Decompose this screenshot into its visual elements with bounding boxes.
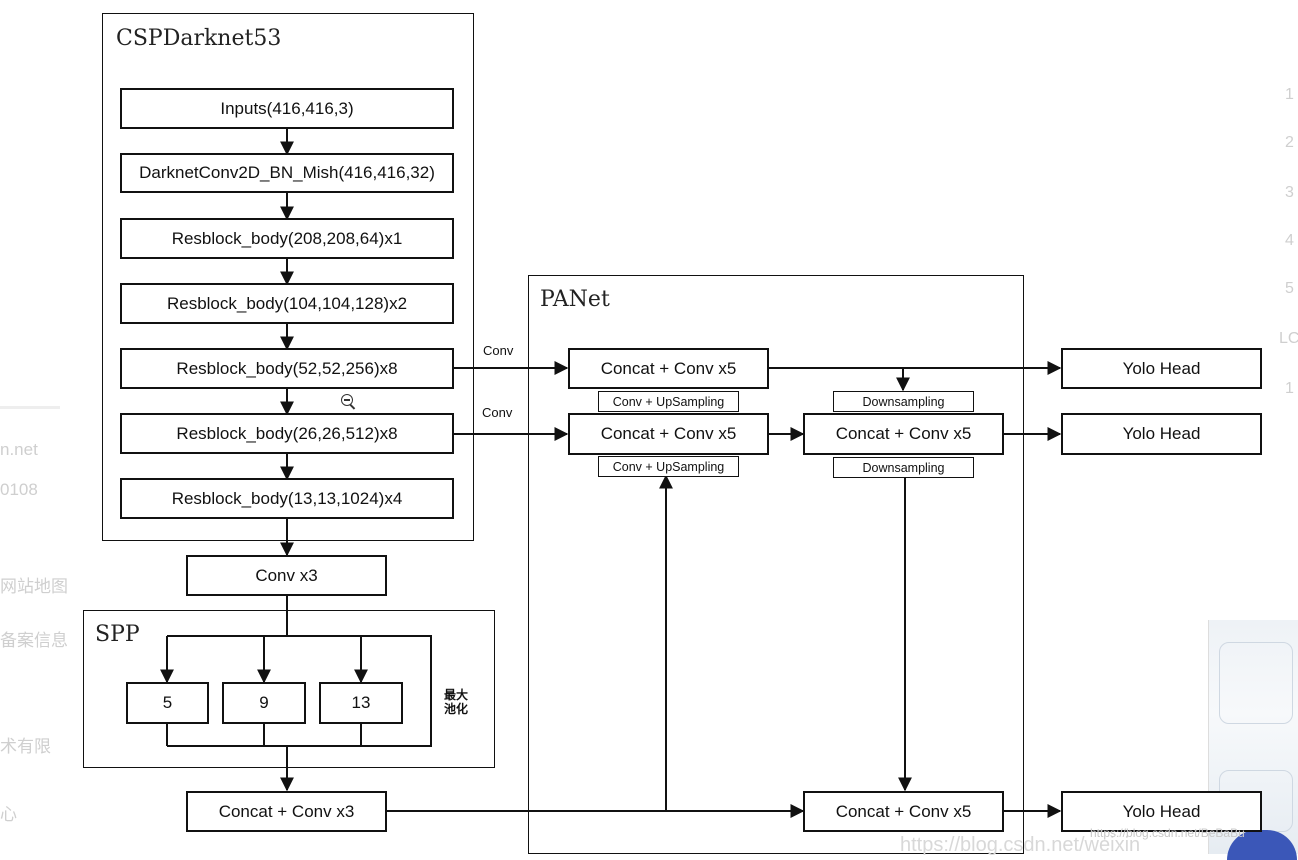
backbone-block-resblock-4: Resblock_body(26,26,512)x8 [120, 413, 454, 454]
backbone-block-resblock-1: Resblock_body(208,208,64)x1 [120, 218, 454, 259]
ghost-text: 3 [1285, 184, 1294, 201]
backbone-title: CSPDarknet53 [116, 26, 282, 51]
spp-pool-13: 13 [319, 682, 403, 724]
conv-label: Conv [483, 343, 514, 358]
ghost-text: 2 [1285, 134, 1294, 151]
concat-conv-x3-block: Concat + Conv x3 [186, 791, 387, 832]
ghost-divider [0, 406, 60, 409]
conv-x3-block: Conv x3 [186, 555, 387, 596]
panet-concat-top: Concat + Conv x5 [568, 348, 769, 389]
spp-title: SPP [95, 622, 140, 647]
panet-downsampling-1: Downsampling [833, 391, 974, 412]
conv-label: Conv [482, 405, 513, 420]
yolo-head-2: Yolo Head [1061, 413, 1262, 455]
panet-upsampling-2: Conv + UpSampling [598, 456, 739, 477]
ghost-text: 1 [1285, 86, 1294, 103]
ghost-text: 术有限 [0, 737, 51, 756]
ghost-text: 1 [1285, 380, 1294, 397]
spp-pool-9: 9 [222, 682, 306, 724]
panet-concat-mid: Concat + Conv x5 [568, 413, 769, 455]
backbone-block-inputs: Inputs(416,416,3) [120, 88, 454, 129]
spp-note: 最大 池化 [444, 688, 468, 716]
ghost-text: 网站地图 [0, 577, 68, 596]
zoom-cursor-icon [341, 394, 353, 406]
panet-concat-right-mid: Concat + Conv x5 [803, 413, 1004, 455]
backbone-block-resblock-2: Resblock_body(104,104,128)x2 [120, 283, 454, 324]
spp-note-line: 最大 [444, 688, 469, 702]
backbone-block-conv2d: DarknetConv2D_BN_Mish(416,416,32) [120, 153, 454, 193]
ghost-text: n.net [0, 440, 38, 459]
ghost-text: 0108 [0, 480, 38, 499]
panet-title: PANet [540, 287, 610, 312]
ghost-text: 备案信息 [0, 631, 68, 650]
spp-frame [83, 610, 495, 768]
panet-downsampling-2: Downsampling [833, 457, 974, 478]
yolo-head-3: Yolo Head [1061, 791, 1262, 832]
thumbnail-shape [1219, 642, 1293, 724]
watermark: https://blog.csdn.net/BeBaBu [1090, 826, 1245, 840]
ghost-text: LC [1279, 330, 1298, 347]
yolo-head-1: Yolo Head [1061, 348, 1262, 389]
ghost-text: 心 [0, 805, 17, 824]
ghost-text: 5 [1285, 280, 1294, 297]
panet-concat-bottom: Concat + Conv x5 [803, 791, 1004, 832]
spp-pool-5: 5 [126, 682, 209, 724]
spp-note-line: 池化 [444, 702, 469, 716]
ghost-text: 4 [1285, 232, 1294, 249]
backbone-block-resblock-5: Resblock_body(13,13,1024)x4 [120, 478, 454, 519]
backbone-block-resblock-3: Resblock_body(52,52,256)x8 [120, 348, 454, 389]
panet-upsampling-1: Conv + UpSampling [598, 391, 739, 412]
watermark-back: https://blog.csdn.net/weixin [900, 834, 1141, 856]
